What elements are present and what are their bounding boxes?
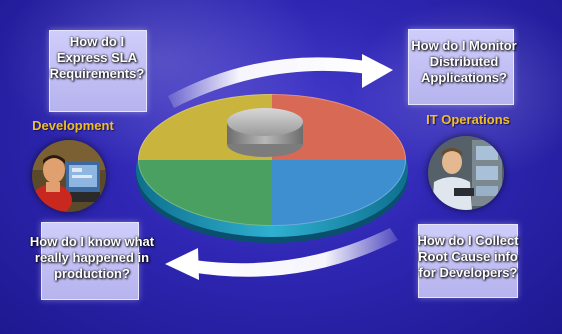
question-sla-requirements: How do I Express SLA Requirements?: [49, 34, 145, 81]
operator-photo: [428, 136, 504, 210]
question-collect-root-cause: How do I Collect Root Cause info for Dev…: [417, 233, 519, 280]
question-box-bottom-left: [41, 222, 139, 300]
question-monitor-distributed-apps: How do I Monitor Distributed Application…: [411, 38, 517, 85]
question-what-happened-in-production: How do I know what really happened in pr…: [29, 234, 155, 281]
curved-arrow-right-icon: [168, 54, 393, 108]
question-box-bottom-right: [418, 224, 518, 298]
developer-photo-graphic: [32, 140, 106, 212]
role-label-development: Development: [32, 118, 114, 133]
question-box-top-right: [408, 29, 514, 105]
developer-photo: [32, 140, 106, 212]
question-box-top-left: [49, 30, 147, 112]
disc-hub: [227, 108, 303, 157]
role-label-it-operations: IT Operations: [426, 112, 510, 127]
operator-photo-graphic: [428, 136, 504, 210]
curved-arrow-left-icon: [165, 228, 398, 280]
